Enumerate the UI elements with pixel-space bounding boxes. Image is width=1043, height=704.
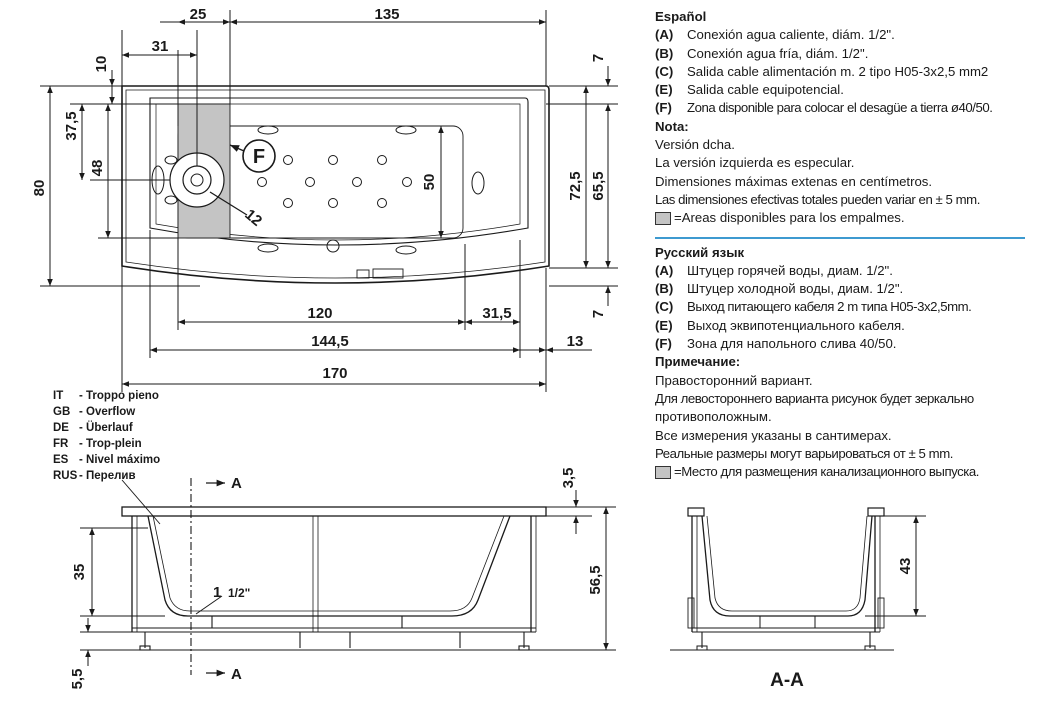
dim-135: 135 (374, 6, 399, 23)
dim-3-5: 3,5 (560, 468, 577, 489)
russian-note-heading: Примечание: (655, 354, 741, 370)
dim-35: 35 (71, 564, 88, 581)
bathtub-outline (121, 85, 550, 284)
overflow-legend: IT- Troppo pieno GB- Overflow DE- Überla… (53, 388, 160, 484)
russian-item-c: (C)Выход питающего кабеля 2 m типа H05-3… (655, 299, 972, 315)
dim-50: 50 (421, 174, 438, 191)
overflow-item-de: DE- Überlauf (53, 422, 133, 434)
dim-144-5: 144,5 (311, 333, 349, 350)
dim-7-bottom: 7 (590, 310, 607, 318)
dim-80: 80 (31, 180, 48, 197)
spanish-legend: =Areas disponibles para los empalmes. (655, 209, 1025, 227)
zone-f-marker (242, 139, 276, 173)
spanish-item-a: (A)Conexión agua caliente, diám. 1/2". (655, 27, 895, 43)
section-view (38, 508, 240, 516)
russian-note-4: Все измерения указаны в сантимерах. (655, 427, 892, 443)
spanish-note-3: Dimensiones máximas extenas en centímetr… (655, 173, 933, 189)
russian-item-b: (B)Штуцер холодной воды, диам. 1/2". (655, 281, 904, 297)
overflow-item-rus: RUS- Перелив (53, 470, 136, 482)
dim-65-5: 65,5 (590, 171, 607, 200)
spanish-item-b: (B)Conexión agua fría, diám. 1/2". (655, 45, 869, 61)
dim-48: 48 (89, 160, 106, 177)
russian-note-2: Для левостороннего варианта рисунок буде… (655, 390, 974, 406)
dim-13: 13 (567, 333, 584, 350)
hatch-swatch (655, 465, 671, 479)
dim-170: 170 (322, 365, 347, 382)
dim-72-5: 72,5 (567, 171, 584, 200)
spanish-note-4: Las dimensiones efectivas totales pueden… (655, 191, 980, 207)
top-view (121, 85, 550, 284)
section-title: A-A (770, 670, 804, 691)
dim-120: 120 (307, 305, 332, 322)
overflow-item-fr: FR- Trop-plein (53, 438, 142, 450)
spanish-note-2: La versión izquierda es especular. (655, 155, 855, 171)
dim-12: 12 (241, 206, 265, 230)
dim-37-5: 37,5 (63, 111, 80, 140)
dim-25: 25 (190, 6, 207, 23)
instructions-panel: Español (A)Conexión agua caliente, diám.… (655, 8, 1025, 481)
overflow-item-it: IT- Troppo pieno (53, 390, 159, 402)
zone-f-label: F (253, 146, 265, 168)
hatch-swatch (655, 211, 671, 225)
section-marker-top: A (231, 475, 242, 492)
section-divider (655, 236, 1025, 239)
top-view-dimension-labels: 25 135 31 10 37,5 48 80 50 7 72,5 65,5 7… (31, 6, 607, 382)
russian-legend: =Место для размещения канализационного в… (655, 463, 1025, 481)
overflow-item-gb: GB- Overflow (53, 406, 136, 418)
spanish-item-e: (E)Salida cable equipotencial. (655, 82, 844, 98)
spanish-item-f: (F)Zona disponible para colocar el desag… (655, 100, 993, 116)
top-view-dimensions (40, 10, 618, 392)
dim-5-5: 5,5 (69, 669, 86, 690)
dim-31: 31 (152, 38, 169, 55)
technical-drawing: F 12 (31, 6, 618, 690)
dim-43: 43 (897, 558, 914, 575)
section-marker-bottom: A (231, 666, 242, 683)
dim-31-5: 31,5 (482, 305, 511, 322)
russian-item-e: (E)Выход эквипотенциального кабеля. (655, 317, 905, 333)
side-view (80, 478, 616, 677)
spanish-note-heading: Nota: (655, 118, 689, 134)
russian-heading: Русский язык (655, 244, 745, 260)
hydromassage-jets (257, 125, 417, 255)
spanish-note-1: Versión dcha. (655, 137, 735, 153)
russian-note-3: противоположным. (655, 409, 772, 425)
overflow-item-es: ES- Nivel máximo (53, 454, 161, 466)
dim-56-5: 56,5 (587, 565, 604, 594)
russian-item-f: (F)Зона для напольного слива 40/50. (655, 336, 897, 352)
dim-7-top: 7 (590, 54, 607, 62)
spanish-item-c: (C)Salida cable alimentación m. 2 tipo H… (655, 63, 989, 79)
drain-size-fraction: 1/2" (228, 586, 250, 600)
dim-10: 10 (93, 56, 110, 73)
russian-note-1: Правосторонний вариант. (655, 372, 813, 388)
drain-size-main: 1 (213, 584, 221, 601)
russian-item-a: (A)Штуцер горячей воды, диам. 1/2". (655, 262, 893, 278)
section-a-a-drawing: 43 A-A (670, 507, 926, 691)
spanish-heading: Español (655, 9, 707, 24)
russian-note-5: Реальные размеры могут варьироваться от … (655, 445, 953, 461)
side-view-labels: 3,5 35 56,5 5,5 1 1/2" A A (69, 468, 604, 690)
